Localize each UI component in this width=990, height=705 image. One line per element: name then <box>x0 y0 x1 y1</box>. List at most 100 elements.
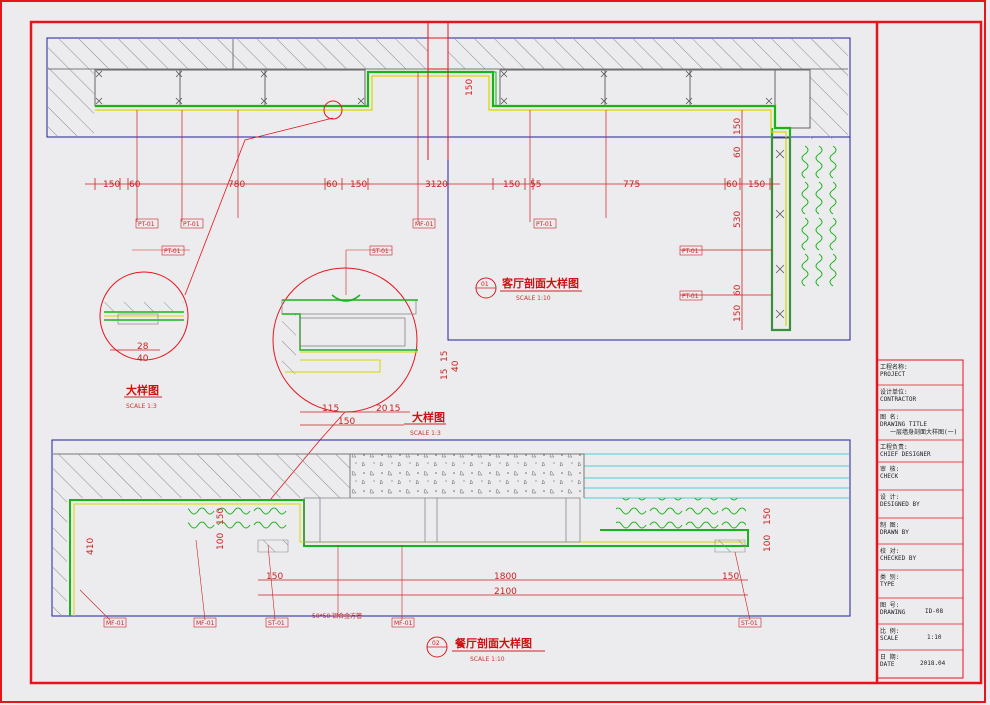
bottom-tag-mf01-c: MF-01 <box>394 620 413 627</box>
top-dim-9: 775 <box>623 180 640 190</box>
tb-checked-en: CHECKED BY <box>880 555 917 562</box>
bottom-dim-1800: 1800 <box>494 572 517 582</box>
bottom-dim-right-150: 150 <box>763 508 773 525</box>
tb-scale-value: 1:10 <box>927 634 942 641</box>
tb-drawn-en: DRAWN BY <box>880 529 909 536</box>
tb-scale-en: SCALE <box>880 635 898 642</box>
detail2-dim-150: 150 <box>338 417 355 427</box>
top-dimension-chain: 150 60 780 60 150 3120 150 55 775 60 150… <box>85 79 780 190</box>
dining-section-scale: SCALE 1:10 <box>470 656 505 663</box>
right-dim-2: 60 <box>733 146 743 158</box>
living-section-number: 01 <box>481 281 489 288</box>
detail2-scale: SCALE 1:3 <box>410 430 441 437</box>
detail1-title: 大样图 <box>126 383 159 397</box>
top-material-tags <box>136 72 772 296</box>
bottom-tag-mf01-a: MF-01 <box>106 620 125 627</box>
bottom-dim-right-100: 100 <box>763 535 773 552</box>
tag-pt01-f: PT-01 <box>164 248 181 255</box>
dining-section-title-text: 餐厅剖面大样图 <box>454 636 532 650</box>
top-small-dim: 150 <box>465 79 475 96</box>
tb-drawing-no-label: 图 号: <box>880 602 899 609</box>
right-dim-3: 530 <box>733 211 743 228</box>
tag-pt01-c: PT-01 <box>536 221 553 228</box>
tb-contractor-en: CONTRACTOR <box>880 396 917 403</box>
detail1-scale: SCALE 1:3 <box>126 403 157 410</box>
tag-pt01-a: PT-01 <box>138 221 155 228</box>
detail2-dim-v40: 40 <box>451 360 461 372</box>
bottom-dim-2100: 2100 <box>494 587 517 597</box>
tb-drawing-title-label: 图 名: <box>880 413 899 421</box>
detail2-dim-115: 115 <box>322 404 339 414</box>
tb-design-en: CHIEF DESIGNER <box>880 451 931 458</box>
tb-type-label: 类 别: <box>880 573 899 581</box>
top-dim-8: 55 <box>530 180 541 190</box>
detail-1: 28 40 PT-01 大样图 SCALE 1:3 <box>99 117 334 410</box>
tb-drawing-no-en: DRAWING <box>880 609 906 616</box>
detail2-title: 大样图 <box>412 410 445 424</box>
living-section-title-text: 客厅剖面大样图 <box>501 276 579 290</box>
tb-date-value: 2018.04 <box>920 660 946 667</box>
tb-check-label: 审 核: <box>880 465 899 473</box>
detail1-dim-40: 40 <box>137 354 149 364</box>
tb-drawing-title-en: DRAWING TITLE <box>880 421 927 428</box>
top-dim-4: 60 <box>326 180 338 190</box>
detail1-dim-28: 28 <box>137 342 149 352</box>
tb-checked-label: 校 对: <box>880 547 899 555</box>
tb-date-label: 日 期: <box>880 653 899 661</box>
living-section-drawing <box>46 22 851 341</box>
detail2-dim-v15b: 15 <box>440 369 450 380</box>
tb-design-label: 工程负责: <box>880 443 908 451</box>
bottom-tag-st01-a: ST-01 <box>268 620 285 627</box>
top-dim-2: 60 <box>129 180 141 190</box>
tag-mf01: MF-01 <box>415 221 434 228</box>
living-section-scale: SCALE 1:10 <box>516 295 551 302</box>
top-dim-10: 60 <box>726 180 738 190</box>
bottom-tag-aluminium: 50*50 铝合金方管 <box>312 612 362 620</box>
tb-project-label: 工程名称: <box>880 363 908 371</box>
bottom-dim-left-410: 410 <box>86 538 96 555</box>
bottom-tag-st01-b: ST-01 <box>741 620 758 627</box>
top-dim-5: 150 <box>350 180 367 190</box>
detail2-dim-v15a: 15 <box>440 351 450 362</box>
bottom-dim-left-150: 150 <box>216 508 226 525</box>
tag-st01: ST-01 <box>372 248 389 255</box>
top-dim-11: 150 <box>748 180 765 190</box>
top-dim-7: 150 <box>503 180 520 190</box>
top-dim-6: 3120 <box>425 180 448 190</box>
sheet-inner-border <box>29 20 983 685</box>
bottom-dim-150a: 150 <box>266 572 283 582</box>
top-dim-1: 150 <box>103 180 120 190</box>
bottom-material-tags <box>79 539 762 628</box>
tag-pt01-b: PT-01 <box>183 221 200 228</box>
tag-pt01-d: PT-01 <box>682 248 699 255</box>
detail2-dim-15: 15 <box>389 404 400 414</box>
tb-date-en: DATE <box>880 661 895 668</box>
tb-project-en: PROJECT <box>880 371 906 378</box>
right-dim-1: 150 <box>733 118 743 135</box>
detail2-dim-20: 20 <box>376 404 388 414</box>
top-dim-3: 780 <box>228 180 245 190</box>
tb-drawing-no: ID-08 <box>925 608 943 615</box>
bottom-dim-150b: 150 <box>722 572 739 582</box>
right-dim-5: 150 <box>733 305 743 322</box>
tb-designer-label: 设 计: <box>880 493 899 501</box>
tb-scale-label: 比 例: <box>880 627 899 635</box>
bottom-tag-mf01-b: MF-01 <box>196 620 215 627</box>
living-section-title: 01 客厅剖面大样图 SCALE 1:10 <box>475 276 582 302</box>
right-dimension-chain: 150 60 530 60 150 <box>733 110 743 330</box>
right-dim-4: 60 <box>733 284 743 296</box>
detail-2: ST-01 115 20 15 150 15 15 40 大样图 SCALE 1… <box>269 245 461 501</box>
tb-designer-en: DESIGNED BY <box>880 501 920 508</box>
tag-pt01-e: PT-01 <box>682 293 699 300</box>
tb-drawn-label: 制 图: <box>880 521 899 529</box>
dining-section-number: 02 <box>432 640 440 647</box>
tb-check-en: CHECK <box>880 473 898 480</box>
title-block: 工程名称: PROJECT 设计单位: CONTRACTOR 图 名: DRAW… <box>876 359 964 679</box>
dining-section-title: 02 餐厅剖面大样图 SCALE 1:10 <box>426 636 545 663</box>
bottom-dim-left-100: 100 <box>216 533 226 550</box>
tb-type-en: TYPE <box>880 581 895 588</box>
bottom-dimension-chain: 150 1800 150 2100 410 150 100 150 100 <box>86 508 773 597</box>
dining-section-drawing <box>51 439 851 617</box>
